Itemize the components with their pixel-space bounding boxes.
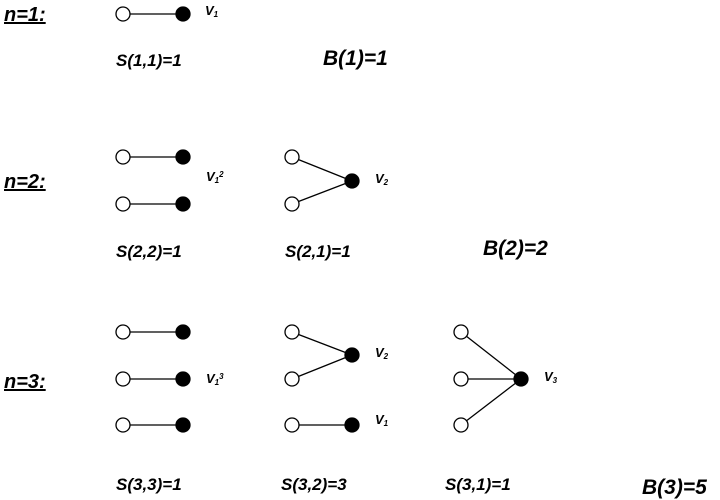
row-label-n3: n=3:: [4, 371, 46, 393]
filled-dot: [175, 371, 191, 387]
graph-n3-merged-triple: [453, 324, 529, 433]
filled-dot: [175, 196, 191, 212]
vertex-label-v1-squared: V12: [206, 169, 224, 185]
edge: [460, 331, 522, 380]
vertex-label-v1: V1: [205, 3, 219, 19]
edge: [291, 180, 353, 205]
filled-dot: [513, 371, 529, 387]
vertex-label-v1-cubed: V13: [206, 371, 224, 387]
open-dot: [284, 371, 300, 387]
open-dot: [115, 196, 131, 212]
vertex-label-v2-n3: V2: [375, 345, 389, 361]
filled-dot: [175, 6, 191, 22]
open-dot: [284, 324, 300, 340]
graph-n3-pair-and-singleton: [284, 324, 360, 433]
open-dot: [115, 324, 131, 340]
open-dot: [284, 417, 300, 433]
row-label-n1: n=1:: [4, 4, 46, 26]
vertex-label-v2-n2: V2: [375, 171, 389, 187]
filled-dot: [344, 347, 360, 363]
graph-n3-three-singletons: [115, 324, 191, 433]
open-dot: [284, 149, 300, 165]
open-dot: [115, 6, 131, 22]
row-label-n2: n=2:: [4, 171, 46, 193]
stirling-count-s31: S(3,1)=1: [445, 475, 511, 494]
stirling-count-s11: S(1,1)=1: [116, 51, 182, 70]
filled-dot: [175, 417, 191, 433]
filled-dot: [344, 417, 360, 433]
graph-n2-two-singletons: [115, 149, 191, 212]
filled-dot: [344, 173, 360, 189]
edge: [460, 378, 522, 426]
bell-number-b3: B(3)=5: [642, 476, 707, 499]
edge: [291, 354, 353, 380]
edge: [291, 331, 353, 356]
edge: [291, 156, 353, 182]
stirling-count-s21: S(2,1)=1: [285, 242, 351, 261]
stirling-count-s33: S(3,3)=1: [116, 475, 182, 494]
filled-dot: [175, 324, 191, 340]
stirling-count-s22: S(2,2)=1: [116, 242, 182, 261]
open-dot: [115, 417, 131, 433]
bell-number-b1: B(1)=1: [323, 47, 388, 70]
open-dot: [453, 324, 469, 340]
bell-number-b2: B(2)=2: [483, 237, 548, 260]
open-dot: [453, 417, 469, 433]
vertex-label-v3: V3: [544, 369, 558, 385]
vertex-label-v1-n3: V1: [375, 412, 389, 428]
filled-dot: [175, 149, 191, 165]
open-dot: [453, 371, 469, 387]
open-dot: [284, 196, 300, 212]
open-dot: [115, 149, 131, 165]
stirling-count-s32: S(3,2)=3: [281, 475, 347, 494]
open-dot: [115, 371, 131, 387]
graph-n1-singleton: [115, 6, 191, 22]
graph-n2-merged-pair: [284, 149, 360, 212]
